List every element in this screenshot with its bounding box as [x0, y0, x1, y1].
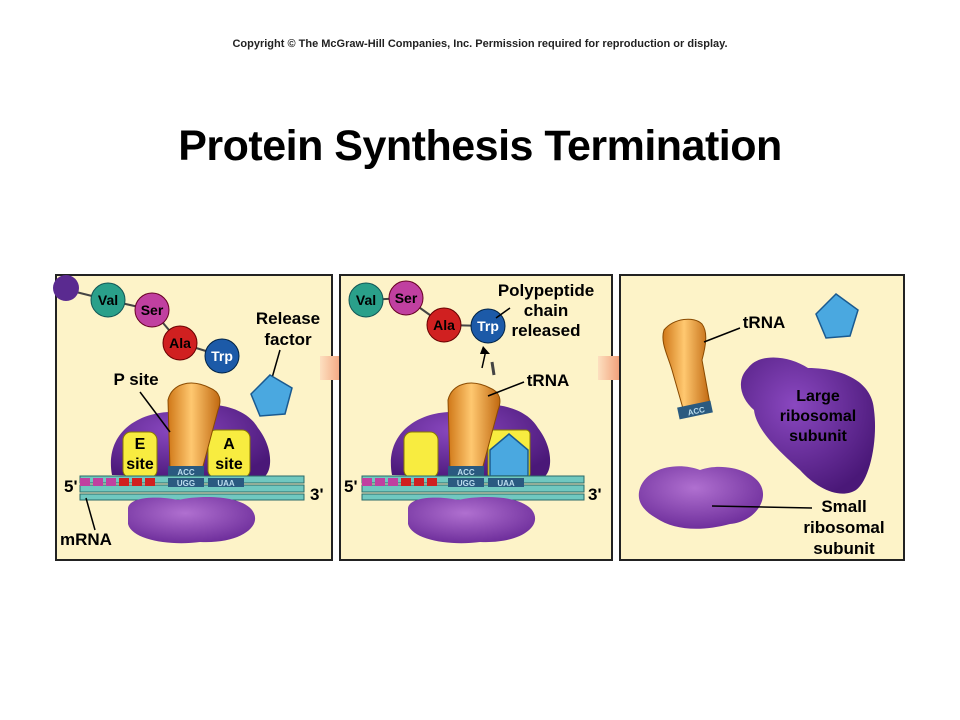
amino-acid-val: [90, 282, 126, 318]
small-subunit-label-line1: Small: [821, 497, 866, 516]
amino-acid-ser-label: Ser: [141, 302, 164, 318]
free-small-ribosomal-subunit: [638, 466, 764, 529]
trna-anticodon-label-2: ACC: [457, 468, 475, 477]
free-trna-anticodon: [677, 400, 713, 420]
released-amino-acid-ser: [388, 280, 424, 316]
released-polypeptide-chain: Val Ser Ala Trp: [348, 280, 506, 344]
panel-1-termination-start: Val Ser Ala Trp Release factor E site A …: [53, 274, 333, 561]
page-title: Protein Synthesis Termination: [178, 122, 782, 170]
trna-label-2: tRNA: [527, 371, 570, 390]
e-site-label-line1: E: [135, 436, 146, 453]
polypeptide-label-line2: chain: [524, 301, 568, 320]
p-site-label: P site: [113, 370, 158, 389]
copyright-notice: Copyright © The McGraw-Hill Companies, I…: [232, 38, 728, 50]
e-site-2: [403, 431, 439, 479]
a-site-label-line1: A: [223, 436, 235, 453]
stop-codon-label: UAA: [217, 479, 235, 488]
amino-acid-ala: [162, 325, 198, 361]
trna-p-site: [167, 382, 221, 471]
three-prime-label: 3': [310, 485, 324, 504]
panel-2-polypeptide-release: Val Ser Ala Trp Polypeptide chain releas…: [339, 274, 613, 561]
free-trna-anticodon-label: ACC: [687, 405, 706, 417]
polypeptide-chain: Val Ser Ala Trp: [53, 275, 240, 374]
small-subunit-label-line3: subunit: [813, 539, 875, 558]
polypeptide-label-line1: Polypeptide: [498, 281, 594, 300]
mrna-strand-2: UGG UAA: [361, 475, 585, 501]
five-prime-label: 5': [64, 477, 78, 496]
released-trp-label: Trp: [477, 318, 499, 334]
trna-anticodon-box: [168, 466, 204, 476]
polypeptide-label-line3: released: [512, 321, 581, 340]
stop-codon-label-2: UAA: [497, 479, 515, 488]
free-trna: [662, 318, 711, 413]
mrna-label: mRNA: [60, 530, 112, 549]
trna-anticodon-label: ACC: [177, 468, 195, 477]
trna-p-site-2: [447, 382, 501, 471]
amino-acid-trp-label: Trp: [211, 348, 233, 364]
released-amino-acid-ala: [426, 307, 462, 343]
three-prime-label-2: 3': [588, 485, 602, 504]
release-factor-bound: [489, 433, 529, 477]
large-subunit-label-line1: Large: [796, 388, 840, 405]
amino-acid-ser: [134, 292, 170, 328]
a-site-label-line2: site: [215, 456, 243, 473]
mrna-strand-1: UGG UAA: [79, 475, 305, 501]
released-amino-acid-val: [348, 282, 384, 318]
amino-acid-ala-label: Ala: [169, 335, 191, 351]
e-site-label-line2: site: [126, 456, 154, 473]
panel-3-dissociation: ACC tRNA Large ribosomal subunit Small r…: [619, 274, 905, 561]
released-ala-label: Ala: [433, 317, 455, 333]
large-subunit-label-line3: subunit: [789, 428, 847, 445]
amino-acid-previous: [53, 275, 79, 301]
amino-acid-val-label: Val: [98, 292, 118, 308]
codon-label: UGG: [177, 479, 195, 488]
release-factor-label-line1: Release: [256, 309, 320, 328]
release-factor-label-line2: factor: [264, 330, 312, 349]
large-subunit-label-line2: ribosomal: [780, 408, 856, 425]
five-prime-label-2: 5': [344, 477, 358, 496]
free-large-ribosomal-subunit: [740, 357, 876, 494]
trna-label-3: tRNA: [743, 313, 786, 332]
small-subunit-label-line2: ribosomal: [803, 518, 884, 537]
amino-acid-trp: [204, 338, 240, 374]
released-val-label: Val: [356, 292, 376, 308]
released-ser-label: Ser: [395, 290, 418, 306]
free-release-factor: [815, 293, 859, 339]
small-ribosomal-subunit: [128, 497, 256, 544]
small-ribosomal-subunit-2: [408, 497, 536, 544]
codon-label-2: UGG: [457, 479, 475, 488]
release-factor-shape: [250, 374, 293, 417]
